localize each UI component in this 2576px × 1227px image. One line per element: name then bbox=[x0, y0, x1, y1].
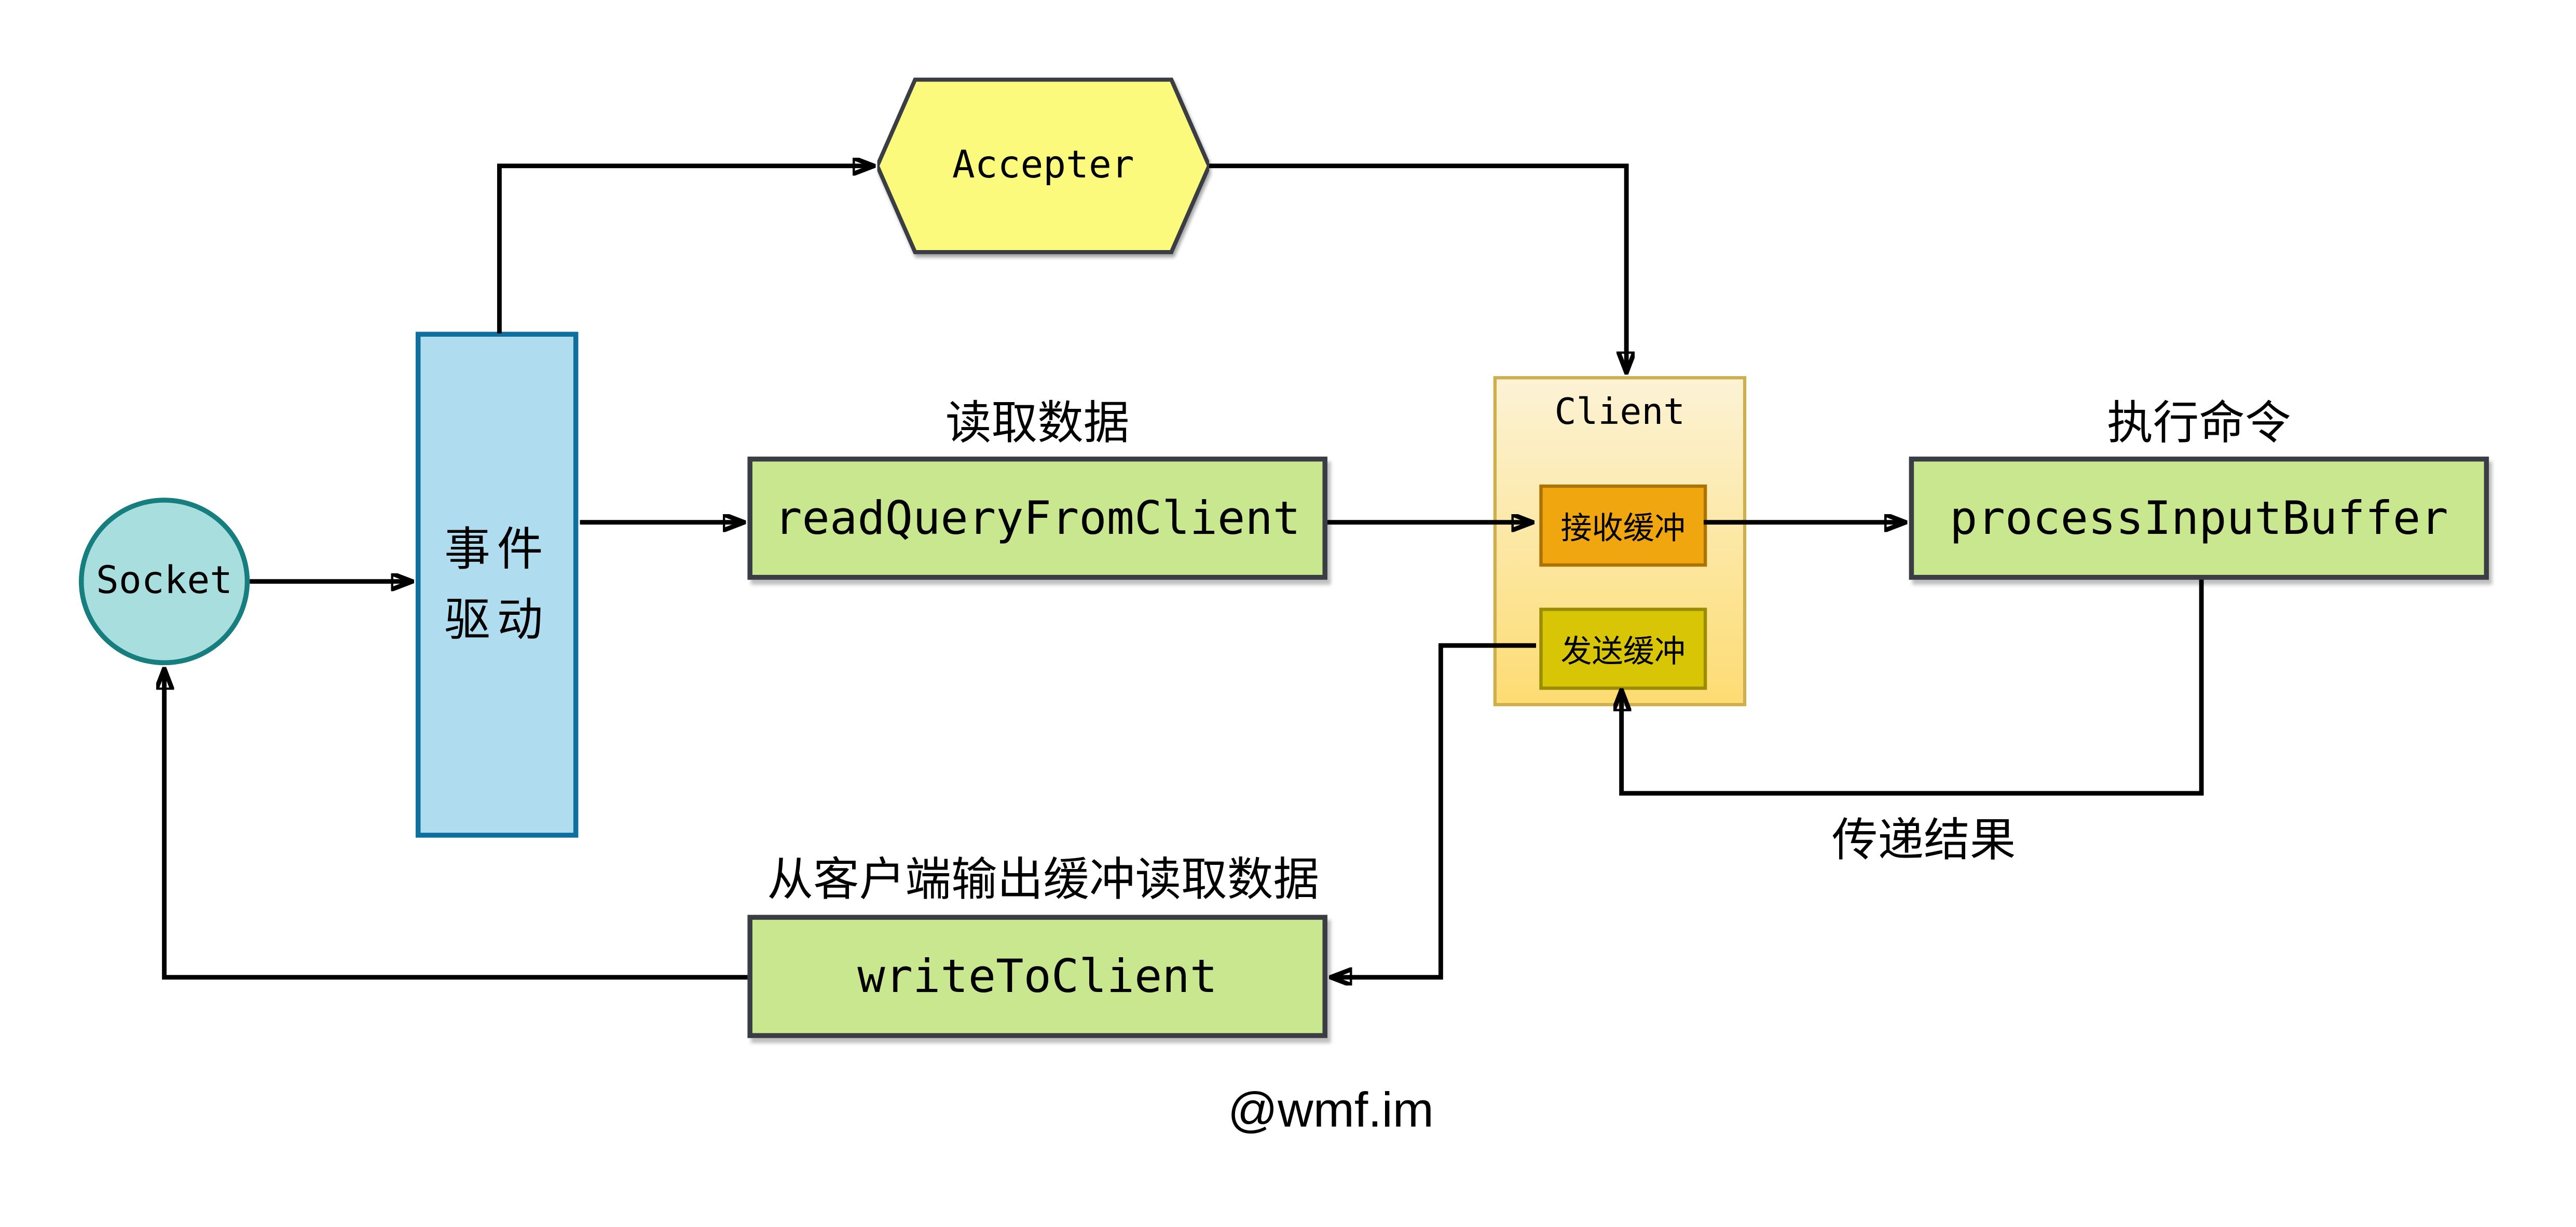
socket-node: Socket bbox=[78, 498, 250, 666]
client-title: Client bbox=[1554, 392, 1686, 434]
event-driven-label-line1: 事件 bbox=[444, 523, 550, 574]
read-query-from-client-node: readQueryFromClient bbox=[747, 457, 1327, 580]
send-buffer-node: 发送缓冲 bbox=[1539, 608, 1707, 690]
process-input-buffer-node: processInputBuffer bbox=[1909, 457, 2489, 580]
execute-command-label: 执行命令 bbox=[2107, 397, 2291, 449]
accepter-label: Accepter bbox=[952, 144, 1134, 187]
hexagon-shape bbox=[877, 77, 1210, 254]
send-buffer-label: 发送缓冲 bbox=[1560, 635, 1686, 670]
write-to-client-node: writeToClient bbox=[747, 915, 1327, 1038]
event-driven-label-line2: 驱动 bbox=[444, 595, 550, 646]
edge-event-to-accepter bbox=[497, 166, 872, 334]
socket-label: Socket bbox=[96, 560, 233, 603]
watermark-text: @wmf.im bbox=[1227, 1084, 1434, 1138]
receive-buffer-node: 接收缓冲 bbox=[1539, 484, 1707, 567]
receive-buffer-label: 接收缓冲 bbox=[1560, 512, 1686, 546]
pass-result-label: 传递结果 bbox=[1831, 815, 2016, 866]
accepter-node: Accepter bbox=[877, 77, 1210, 255]
client-container: Client 接收缓冲 发送缓冲 bbox=[1493, 376, 1747, 707]
write-to-client-label: writeToClient bbox=[857, 949, 1218, 1004]
read-query-from-client-label: readQueryFromClient bbox=[774, 491, 1301, 546]
read-data-label: 读取数据 bbox=[945, 397, 1130, 449]
process-input-buffer-label: processInputBuffer bbox=[1950, 491, 2448, 546]
event-driven-node: 事件 驱动 bbox=[415, 332, 579, 838]
write-description-label: 从客户端输出缓冲读取数据 bbox=[767, 854, 1320, 905]
edge-accepter-to-client bbox=[1209, 163, 1626, 371]
